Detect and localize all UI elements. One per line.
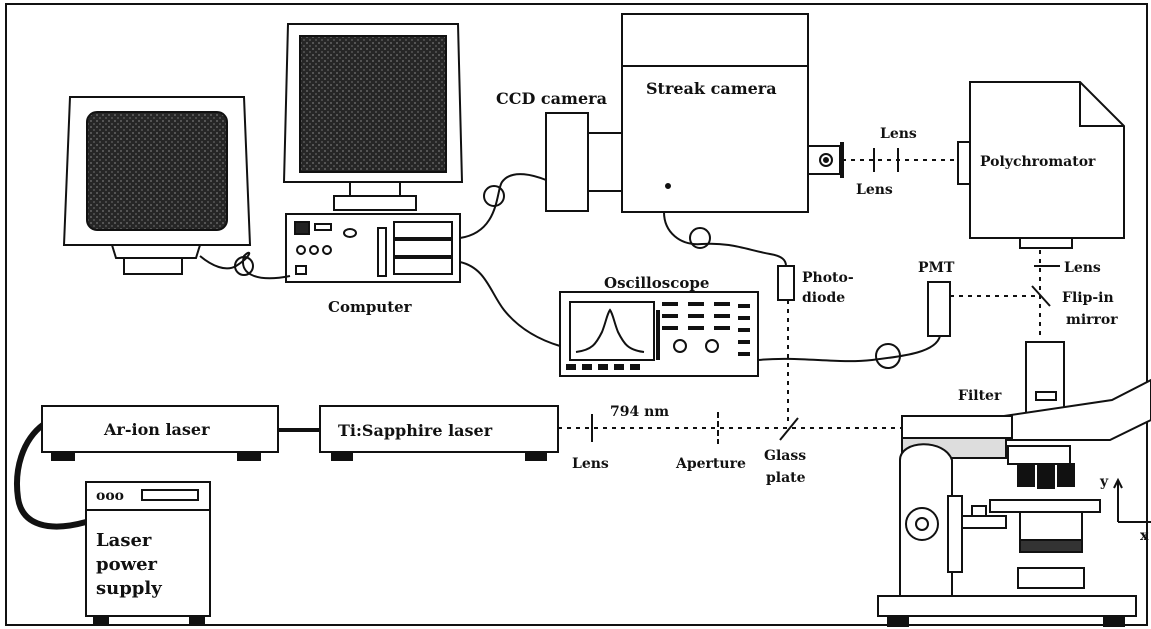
polychromator	[957, 81, 1125, 249]
xy-axes	[1113, 477, 1151, 523]
cables	[14, 173, 941, 530]
label-polychromator: Polychromator	[980, 154, 1096, 170]
ccd-camera	[545, 112, 623, 212]
frame-border	[5, 3, 1148, 626]
computer-case	[285, 213, 461, 283]
pmt-detector	[927, 281, 951, 337]
label-photodiode-line2: diode	[802, 290, 845, 306]
ti-sapphire-laser	[319, 405, 559, 461]
left-monitor	[62, 96, 252, 275]
label-axis-y: y	[1099, 474, 1109, 490]
label-ar-ion-laser: Ar-ion laser	[103, 420, 210, 439]
center-monitor	[282, 23, 464, 211]
beam-path	[558, 250, 1060, 444]
label-computer: Computer	[328, 298, 413, 316]
label-photodiode-line1: Photo-	[802, 270, 854, 286]
label-lens-right: Lens	[1064, 260, 1101, 276]
laser-power-supply	[85, 481, 211, 625]
label-axis-x: x	[1140, 528, 1149, 544]
microscope	[877, 341, 1151, 627]
streak-camera	[621, 13, 844, 213]
optical-path-top	[842, 148, 958, 172]
label-power-supply-panel: ooo	[96, 488, 124, 504]
label-oscilloscope: Oscilloscope	[604, 274, 709, 292]
label-glass-line1: Glass	[764, 448, 806, 464]
photodiode	[777, 265, 795, 301]
label-pmt: PMT	[918, 260, 955, 276]
label-power-supply-line2: power	[96, 554, 158, 575]
label-flip-in-line1: Flip-in	[1062, 290, 1114, 306]
label-lens-below: Lens	[856, 182, 893, 198]
label-streak-camera: Streak camera	[646, 79, 777, 98]
label-flip-in-line2: mirror	[1066, 312, 1118, 328]
label-power-supply-line1: Laser	[96, 530, 152, 551]
label-wavelength: 794 nm	[610, 404, 669, 420]
label-lens-top: Lens	[880, 126, 917, 142]
label-ti-sapphire-laser: Ti:Sapphire laser	[338, 421, 493, 440]
oscilloscope	[559, 291, 759, 377]
label-aperture: Aperture	[675, 456, 746, 472]
ar-ion-laser	[41, 405, 320, 461]
label-power-supply-line3: supply	[96, 578, 162, 599]
label-glass-line2: plate	[766, 470, 806, 486]
label-ccd-camera: CCD camera	[496, 89, 607, 108]
label-filter: Filter	[958, 388, 1002, 404]
label-lens-beam: Lens	[572, 456, 609, 472]
